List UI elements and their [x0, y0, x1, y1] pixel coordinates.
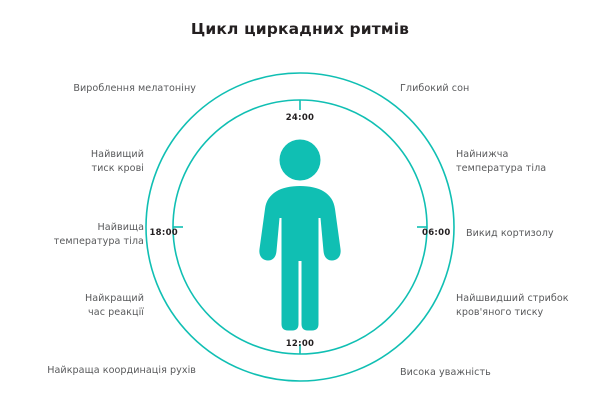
label-melatonin-production: Вироблення мелатоніну — [73, 83, 196, 94]
page-title: Цикл циркадних ритмів — [190, 20, 410, 38]
time-marker-0600: 06:00 — [422, 228, 451, 238]
person-standing-icon — [259, 139, 341, 331]
label-high-alertness: Висока уважність — [400, 367, 491, 378]
time-marker-1800: 18:00 — [149, 228, 178, 238]
label-deep-sleep: Глибокий сон — [400, 83, 470, 94]
label-best-movement-coordination: Найкраща координація рухів — [47, 365, 196, 376]
time-marker-1200: 12:00 — [285, 339, 315, 349]
time-marker-2400: 24:00 — [285, 113, 315, 123]
label-cortisol-release: Викид кортизолу — [466, 228, 554, 239]
